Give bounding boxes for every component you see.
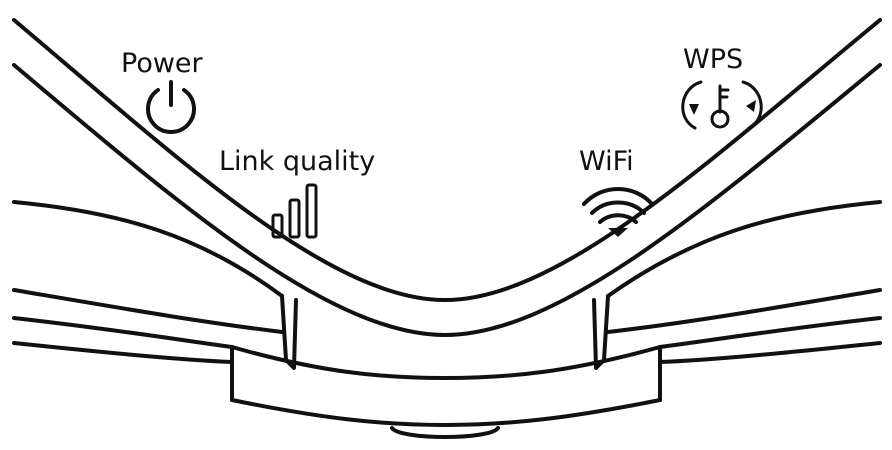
key-rotate-icon <box>681 80 763 130</box>
wifi-label: WiFi <box>579 146 634 177</box>
housing-right-upper-edge <box>606 200 882 298</box>
link-quality-label: Link quality <box>219 146 375 177</box>
device-housing <box>12 18 882 439</box>
housing-left-groove <box>280 294 298 370</box>
power-label: Power <box>121 48 204 79</box>
housing-right-band-top <box>606 288 882 334</box>
housing-right-band-mid <box>658 316 882 349</box>
housing-top-curve-inner <box>12 63 882 337</box>
housing-center-band-bottom <box>230 398 662 427</box>
housing-left-band-mid <box>12 316 234 349</box>
signal-bars-icon <box>271 183 318 239</box>
wps-label: WPS <box>683 44 743 75</box>
housing-bottom-foot <box>390 426 500 439</box>
power-icon <box>146 80 196 134</box>
wifi-icon <box>582 187 654 237</box>
housing-left-upper-edge <box>12 200 284 298</box>
housing-left-band-low <box>12 341 234 364</box>
housing-top-curve-outer <box>12 18 882 302</box>
housing-right-groove <box>592 294 610 370</box>
housing-center-band-top <box>230 345 662 380</box>
housing-right-band-low <box>658 341 882 364</box>
housing-left-band-top <box>12 288 284 334</box>
